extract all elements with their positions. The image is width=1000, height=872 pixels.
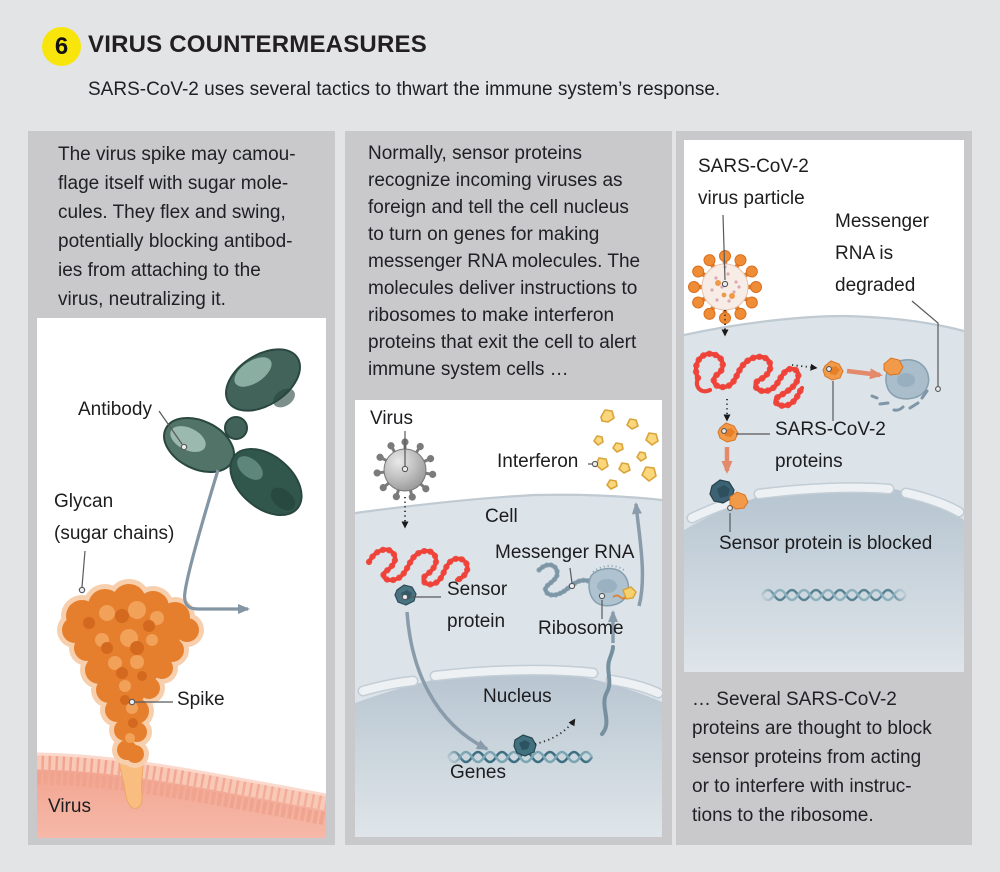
- sensor-blocked-label: Sensor protein is blocked: [719, 533, 933, 554]
- step-number-badge: 6: [42, 27, 81, 66]
- virus-label: Virus: [370, 408, 413, 429]
- messenger-rna-label: Messenger RNA: [495, 542, 635, 563]
- leader-dots: [721, 280, 941, 511]
- interferon-icons: [593, 409, 659, 490]
- antibody-label: Antibody: [78, 399, 152, 420]
- virus-membrane: [37, 752, 326, 838]
- viral-rna-icon: [692, 350, 806, 409]
- glycan-label: Glycan (sugar chains): [54, 491, 175, 544]
- sars-virus-particle-label: SARS-CoV-2 virus particle: [698, 156, 809, 209]
- nucleus-label: Nucleus: [483, 686, 552, 707]
- normal-illustration-box: Virus Interferon Cell Messenger RNA Sens…: [355, 400, 662, 837]
- mrna-degraded-label: Messenger RNA is degraded: [835, 211, 929, 296]
- sensor-to-genes-arrow: [405, 611, 489, 751]
- spike-label: Spike: [177, 689, 225, 710]
- blocked-illustration: [684, 214, 964, 672]
- blocked-illustration-box: SARS-CoV-2 virus particle Messenger RNA …: [684, 140, 964, 672]
- normal-panel-text: Normally, sensor proteins recognize inco…: [368, 143, 641, 380]
- page-subtitle: SARS-CoV-2 uses several tactics to thwar…: [88, 79, 721, 100]
- blocked-panel-caption: … Several SARS-CoV-2 proteins are though…: [692, 689, 932, 826]
- blocked-sensor-icon: [709, 479, 749, 510]
- cell-label: Cell: [485, 506, 518, 527]
- sensor-protein-label: Sensor protein: [447, 579, 508, 632]
- nuclear-envelope: [357, 664, 662, 699]
- ribosome-to-interferon-arrow: [631, 502, 645, 607]
- glycan-panel-text: The virus spike may camou- flage itself …: [58, 144, 296, 310]
- dna-genes-icon: [446, 750, 594, 764]
- leader-dots: [401, 460, 606, 601]
- nucleus-body: [684, 483, 964, 672]
- degraded-mrna-complex-icon: [870, 357, 930, 412]
- spike-protein-icon: [57, 579, 204, 768]
- viral-rna-icon: [365, 546, 471, 588]
- dna-icon: [760, 588, 908, 602]
- genes-label: Genes: [450, 762, 506, 783]
- virus-label: Virus: [48, 796, 91, 817]
- nucleus-body: [355, 670, 662, 837]
- antibody-icon: [163, 348, 303, 517]
- ribosome-label: Ribosome: [538, 618, 624, 639]
- glycan-illustration: [37, 348, 326, 838]
- panel-normal-response: Normally, sensor proteins recognize inco…: [345, 131, 672, 845]
- glycan-swing-arrow: [183, 469, 250, 614]
- panel-sensor-blocked: SARS-CoV-2 virus particle Messenger RNA …: [676, 131, 972, 845]
- interferon-label: Interferon: [497, 451, 579, 472]
- sars-proteins-label: SARS-CoV-2 proteins: [775, 419, 886, 472]
- mrna-icon: [536, 562, 596, 598]
- sars-protein-icon: [717, 422, 739, 443]
- leader-lines: [81, 410, 183, 703]
- normal-illustration: [355, 409, 662, 837]
- degrade-arrow: [846, 368, 883, 380]
- page-title: VIRUS COUNTERMEASURES: [88, 31, 427, 58]
- panel-glycan-camouflage: The virus spike may camou- flage itself …: [28, 131, 335, 845]
- leader-dots: [78, 443, 188, 706]
- nascent-mrna-strand: [600, 645, 615, 736]
- glycan-illustration-box: Antibody Glycan (sugar chains) Spike Vir…: [37, 318, 326, 838]
- sars-protein-icon: [822, 360, 844, 381]
